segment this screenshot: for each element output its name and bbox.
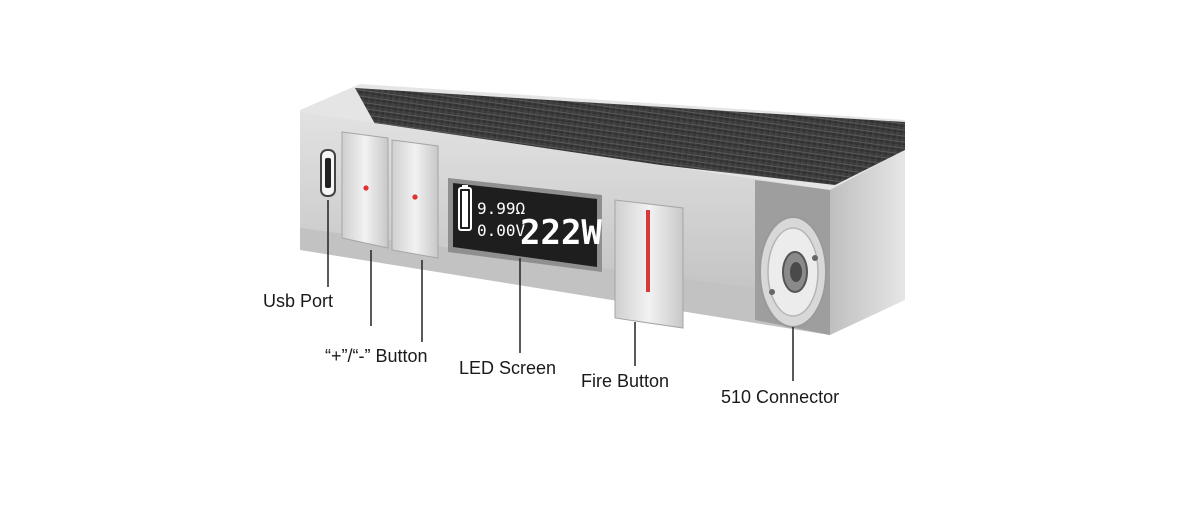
label-plus-minus-button: “+”/“-” Button	[325, 346, 428, 366]
screen-resistance: 9.99Ω	[477, 199, 526, 218]
connector-screw-top	[812, 255, 818, 261]
top-ribbed-panel	[355, 88, 905, 185]
side-face	[830, 150, 905, 335]
label-usb-port: Usb Port	[263, 291, 334, 311]
battery-level	[462, 191, 468, 227]
plus-button-indicator	[363, 185, 369, 191]
minus-button-indicator	[412, 194, 418, 200]
battery-cap	[462, 185, 468, 188]
label-fire-button: Fire Button	[581, 371, 670, 391]
connector-screw-bottom	[769, 289, 775, 295]
label-led-screen: LED Screen	[459, 358, 557, 378]
screen-wattage: 222W	[520, 213, 602, 253]
usb-port-slot	[325, 158, 331, 188]
label-510-connector: 510 Connector	[721, 387, 840, 407]
screen-voltage: 0.00V	[477, 221, 526, 240]
connector-510-pin	[790, 262, 802, 282]
led-screen	[453, 183, 597, 267]
fire-button-accent	[646, 210, 650, 292]
